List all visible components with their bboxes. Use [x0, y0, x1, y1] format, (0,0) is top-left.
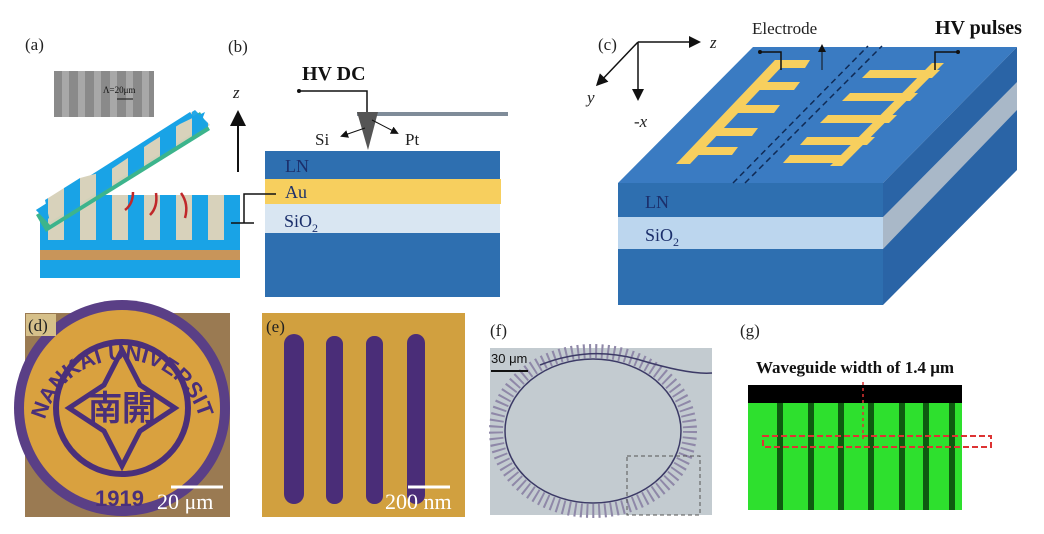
scale-bar-e: 200 nm: [385, 489, 452, 514]
panel-a: (a) Λ=20μm: [25, 35, 240, 278]
panel-label-b: (b): [228, 37, 248, 56]
domain-arrows: [124, 191, 188, 219]
au-label: Au: [285, 182, 307, 202]
panel-label-d: (d): [28, 316, 48, 335]
logo-characters: 南開: [88, 390, 156, 428]
domain-lines: [777, 403, 955, 510]
sio2-layer: [265, 204, 500, 233]
inset-scale-label: Λ=20μm: [103, 85, 135, 95]
sio2-label: SiO2: [284, 211, 318, 235]
hv-dc-label: HV DC: [302, 63, 366, 85]
left-electrode: [676, 60, 810, 164]
panel-label-g: (g): [740, 321, 760, 340]
si-label: Si: [315, 130, 329, 149]
ln-layer: [265, 151, 500, 179]
panel-f: (f) 30 μm: [489, 321, 713, 518]
substrate-layer-c: [618, 249, 883, 305]
top-slab: [36, 110, 210, 232]
electrode-label: Electrode: [752, 19, 817, 38]
panel-label-a: (a): [25, 35, 44, 54]
scale-bar-f: 30 μm: [491, 351, 527, 366]
axis-y-label: y: [585, 88, 595, 107]
sem-inset: Λ=20μm: [54, 71, 154, 117]
waveguide-dashes: [732, 45, 883, 184]
panel-label-f: (f): [490, 321, 507, 340]
hv-wire: [299, 90, 368, 122]
hv-pulses-label: HV pulses: [935, 17, 1022, 39]
axes-triad: [595, 36, 701, 101]
domain-stripes: [284, 334, 425, 504]
panel-b: (b) HV DC z Si Pt LN Au SiO2: [228, 37, 508, 297]
svg-text:1919: 1919: [95, 486, 144, 511]
panel-g: (g) Waveguide width of 1.4 μm: [740, 321, 992, 510]
pt-label: Pt: [405, 130, 419, 149]
scale-bar-d: 20 μm: [157, 489, 213, 514]
sio2-label-c: SiO2: [645, 225, 679, 249]
panel-label-e: (e): [266, 317, 285, 336]
z-axis-label: z: [232, 83, 240, 102]
ground-symbol: [231, 193, 276, 224]
axis-x-label: -x: [634, 112, 648, 131]
substrate-layer: [265, 233, 500, 297]
ln-label-c: LN: [645, 192, 669, 212]
panel-c: LN SiO2 Electrode HV pulses (c) z y -x: [585, 17, 1022, 305]
sio2-layer-c: [618, 217, 883, 249]
au-layer: [265, 179, 501, 204]
axis-z-label: z: [709, 33, 717, 52]
panel-g-title: Waveguide width of 1.4 μm: [756, 358, 954, 377]
panel-label-c: (c): [598, 35, 617, 54]
ln-layer-c: [618, 183, 883, 217]
right-electrode: [783, 63, 944, 166]
ln-label: LN: [285, 156, 309, 176]
waveguide-box: [762, 435, 992, 448]
bottom-slab: [40, 195, 240, 278]
afm-tip: [357, 112, 378, 150]
panel-e: (e) 200 nm: [262, 313, 465, 517]
